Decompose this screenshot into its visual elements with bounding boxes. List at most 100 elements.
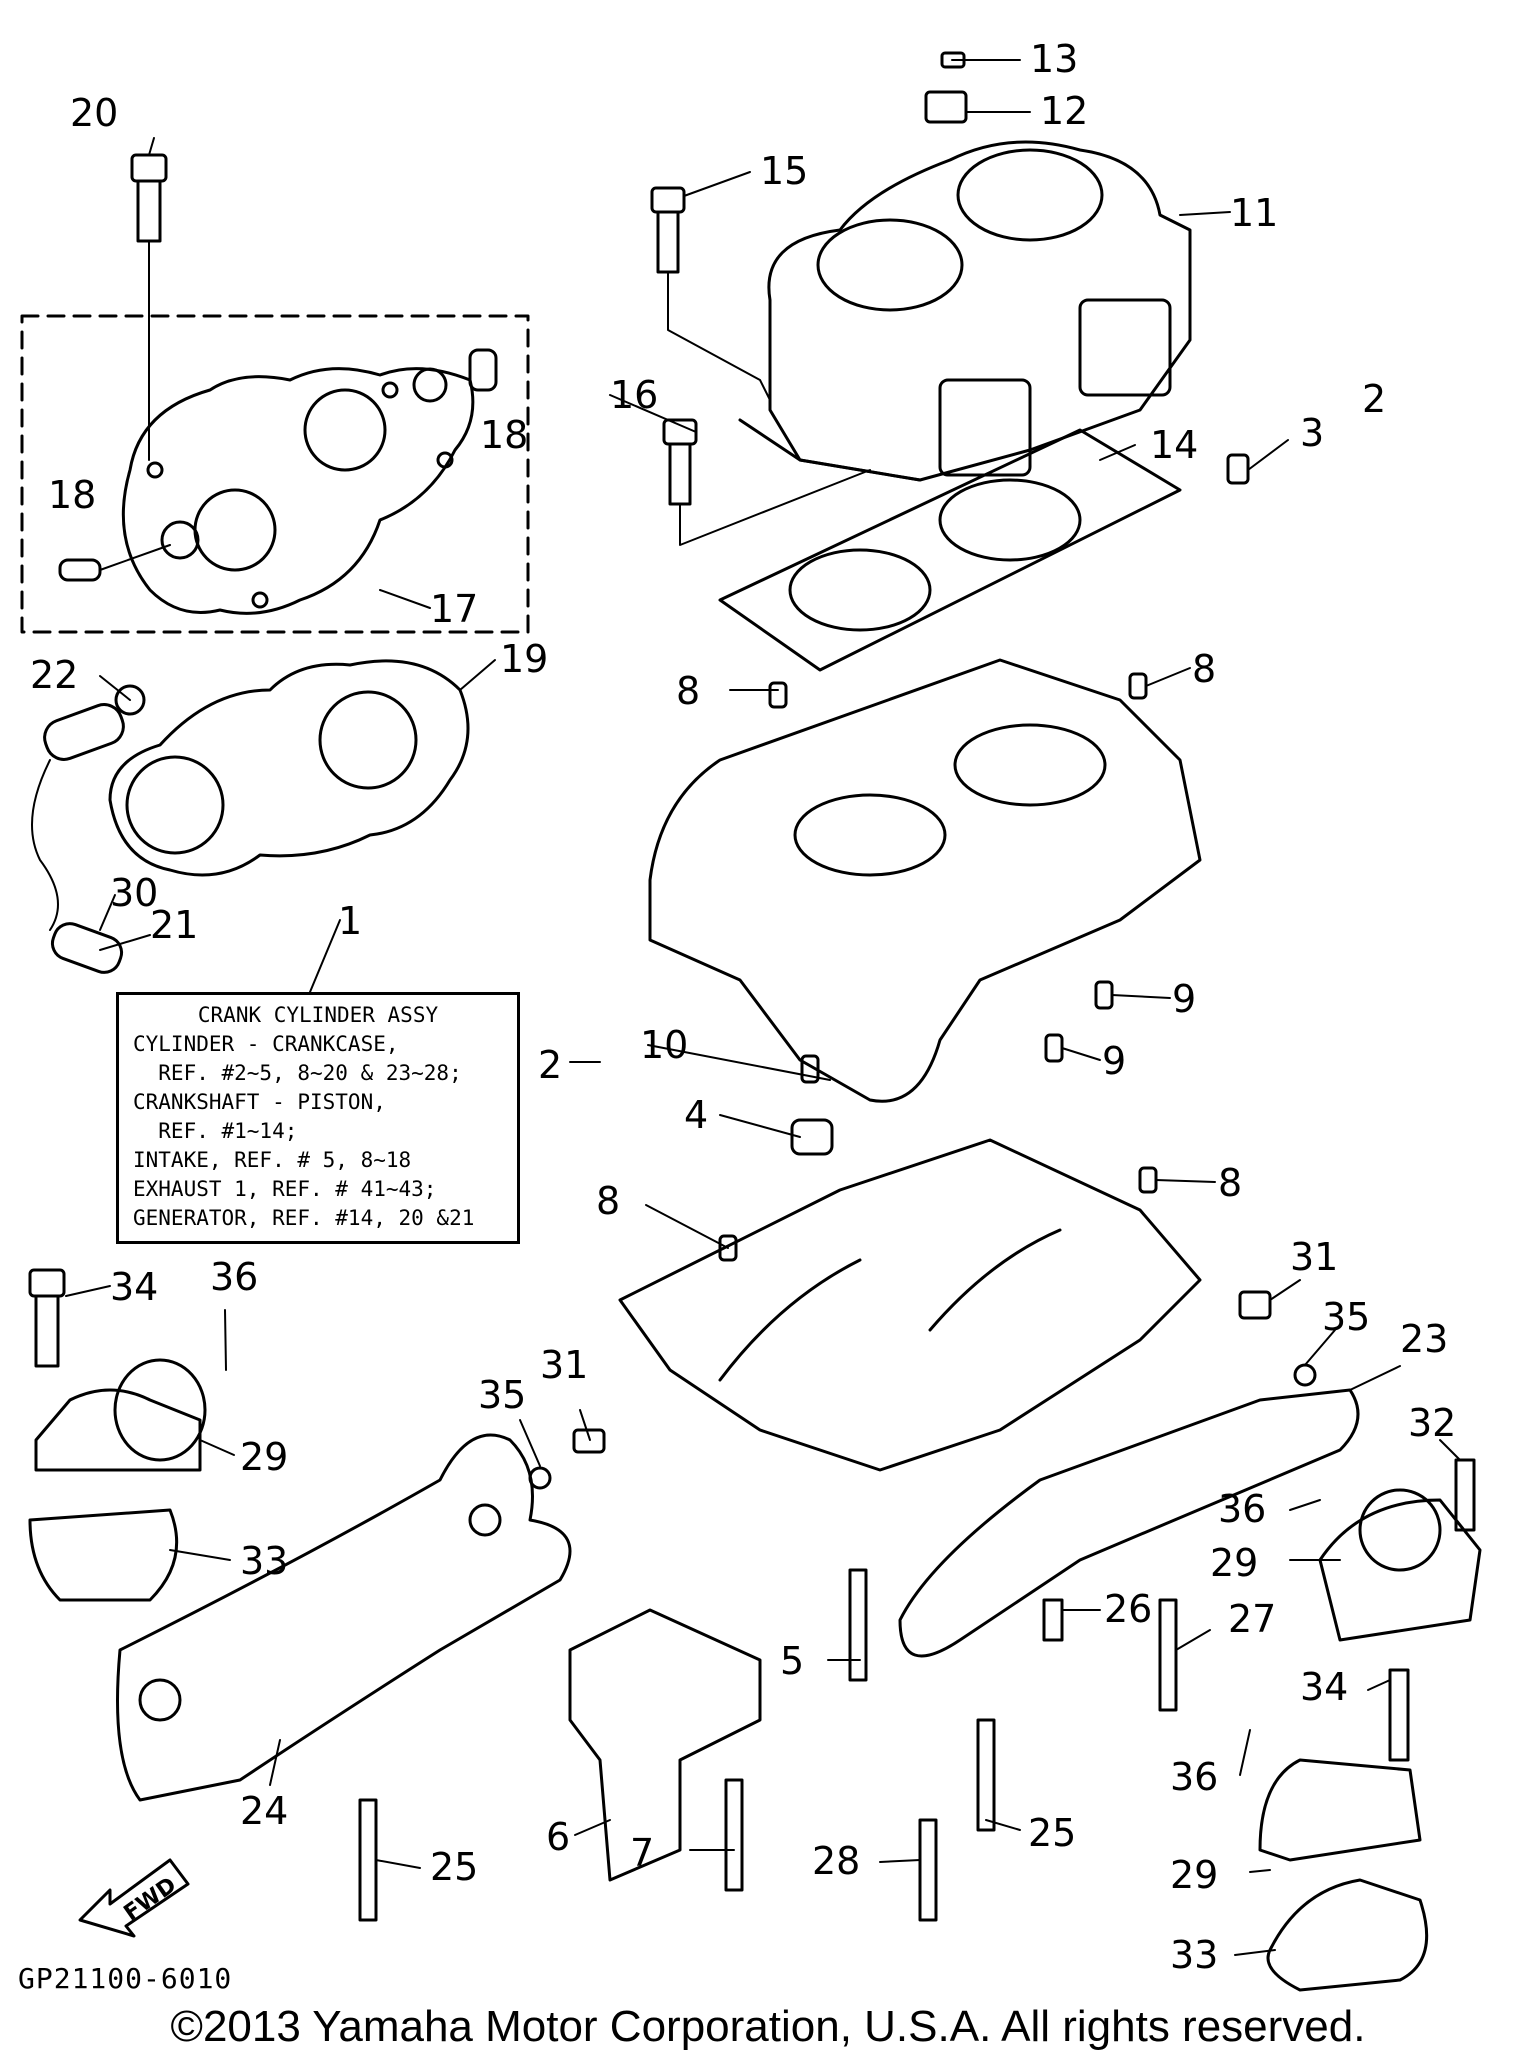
callout-31-left: 31 [540,1343,588,1387]
callout-3: 3 [1300,411,1324,455]
assembly-info-box: CRANK CYLINDER ASSY CYLINDER - CRANKCASE… [116,992,520,1244]
bolt-34 [1388,1668,1410,1762]
callout-4: 4 [684,1093,708,1137]
callout-25-left: 25 [430,1845,478,1889]
bolt-25 [358,1798,378,1922]
callout-35-left: 35 [478,1373,526,1417]
forward-arrow-icon: FWD [78,1858,190,1938]
dowel-pin-8 [1138,1166,1158,1194]
info-title: CRANK CYLINDER ASSY [197,1003,439,1027]
bolt-25 [976,1718,996,1832]
callout-18-right: 18 [480,413,528,457]
callout-1: 1 [338,899,362,943]
bolt-27 [1158,1598,1178,1712]
callout-34-right: 34 [1300,1665,1348,1709]
callout-15: 15 [760,149,808,193]
spark-plug-boss [412,367,448,403]
engine-mount-bracket-right [898,1388,1360,1658]
callout-16: 16 [610,373,658,417]
info-line: GENERATOR, REF. #14, 20 &21 [133,1206,475,1230]
bolt-26 [1042,1598,1064,1642]
callout-8-lower-left: 8 [596,1179,620,1223]
dowel-pin-8 [768,681,788,709]
callout-8-upper-left: 8 [676,669,700,713]
callout-28: 28 [812,1839,860,1883]
dowel-pin-8 [718,1234,738,1262]
callout-33-left: 33 [240,1539,288,1583]
callout-14: 14 [1150,423,1198,467]
callout-23: 23 [1400,1317,1448,1361]
dowel-pin-9 [1044,1033,1064,1063]
bolt-31 [1238,1290,1272,1320]
diagram-id: GP21100-6010 [18,1962,233,1995]
callout-25-right: 25 [1028,1811,1076,1855]
callout-36-right: 36 [1218,1487,1266,1531]
callout-8-lower-right: 8 [1218,1161,1242,1205]
callout-36-left: 36 [210,1255,258,1299]
bolt-34 [34,1294,60,1368]
callout-21: 21 [150,903,198,947]
callout-31-right: 31 [1290,1235,1338,1279]
info-line: EXHAUST 1, REF. # 41~43; [133,1177,437,1201]
callout-17: 17 [430,587,478,631]
info-line: INTAKE, REF. # 5, 8~18 [133,1148,412,1172]
callout-29-right: 29 [1210,1541,1258,1585]
copyright-notice: ©2013 Yamaha Motor Corporation, U.S.A. A… [170,2002,1366,2051]
upper-crankcase [648,658,1202,1103]
cylinder-head-dashed-frame [20,314,530,634]
hose-fitting [468,348,498,392]
callout-29-left: 29 [240,1435,288,1479]
engine-mount-right-rear [1258,1758,1429,1992]
info-line: REF. #1~14; [133,1119,298,1143]
dowel-pin-8 [1128,672,1148,700]
callout-32: 32 [1408,1401,1456,1445]
callout-6: 6 [546,1815,570,1859]
callout-22: 22 [30,653,78,697]
bolt-28 [918,1818,938,1922]
bolt-32 [1454,1458,1476,1532]
callout-20: 20 [70,91,118,135]
callout-35-right: 35 [1322,1295,1370,1339]
bolt-20 [130,153,168,461]
mount-cover-33 [28,1508,179,1602]
callout-11: 11 [1230,191,1278,235]
callout-13: 13 [1030,37,1078,81]
engine-mount-right-front [1318,1488,1482,1642]
mount-cover-33 [1266,1878,1429,1992]
callout-34-left: 34 [110,1265,158,1309]
callout-33-right: 33 [1170,1933,1218,1977]
info-line: REF. #2~5, 8~20 & 23~28; [133,1061,462,1085]
lower-crankcase [618,1138,1202,1472]
callout-8-upper-right: 8 [1192,647,1216,691]
cylinder-head-combustion-chamber [193,488,277,572]
callout-36-bottom: 36 [1170,1755,1218,1799]
clamp-12 [924,90,968,124]
callout-12: 12 [1040,89,1088,133]
washer-35 [528,1466,552,1490]
lower-bolts [358,1290,1476,1922]
leader-lines [65,59,1461,1956]
bolt-5 [848,1568,868,1682]
bolt-34 [28,1268,66,1298]
bolt-31 [572,1428,606,1454]
engine-mount-bracket-left [116,1433,572,1802]
callout-24: 24 [240,1789,288,1833]
callout-2-mid: 2 [538,1043,562,1087]
cylinder-head-combustion-chamber [303,388,387,472]
callout-2-top: 2 [1362,377,1386,421]
bolt-7 [724,1778,744,1892]
callout-19: 19 [500,637,548,681]
head-gasket [108,659,470,877]
washer-35 [1293,1363,1317,1387]
callout-7: 7 [630,1831,654,1875]
cylinder-base-gasket [718,428,1182,672]
dowel-pin-10 [800,1054,820,1084]
callout-9-upper: 9 [1172,977,1196,1021]
callout-18-left: 18 [48,473,96,517]
rectifier-6 [568,1608,762,1882]
hose-fitting [58,558,102,582]
cylinder-head-group [20,314,530,634]
cylinder [738,140,1192,482]
callout-9-lower: 9 [1102,1039,1126,1083]
dowel-pin-3 [1226,453,1250,485]
